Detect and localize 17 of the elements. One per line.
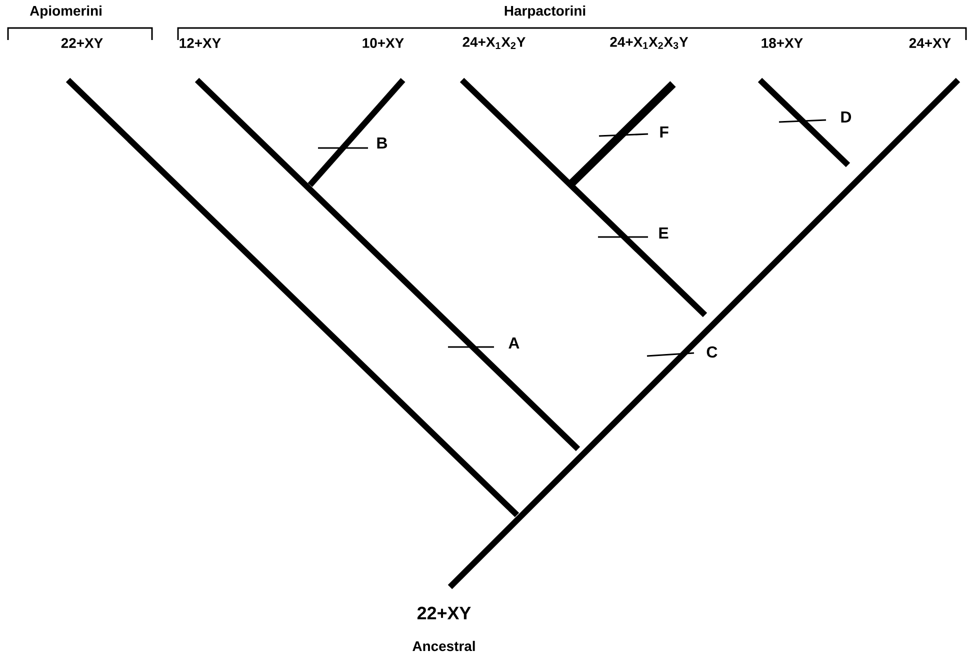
karyotype-label: 10+XY: [362, 38, 404, 48]
ancestral-karyotype: 22+XY: [417, 606, 471, 620]
karyotype-label: 18+XY: [762, 38, 803, 48]
karyotype-label: 22+XY: [61, 38, 103, 48]
event-letter: B: [377, 138, 387, 148]
clade-name: Apiomerini: [30, 6, 102, 18]
event-letter: F: [660, 126, 668, 138]
event-letter: A: [508, 338, 520, 348]
event-letter: E: [659, 228, 668, 238]
event-letter: C: [706, 346, 718, 358]
karyotype-label: 24+X$_{1}$X$_{2}$Y: [462, 37, 526, 49]
karyotype-label: 12+XY: [180, 38, 221, 48]
event-letter: D: [841, 112, 852, 122]
karyotype-label: 24+XY: [909, 38, 951, 48]
karyotype-label: 24+X$_{1}$X$_{2}$X$_{3}$Y: [610, 36, 688, 49]
clade-name: Harpactorini: [504, 6, 586, 18]
ancestral-label: Ancestral: [412, 640, 475, 652]
